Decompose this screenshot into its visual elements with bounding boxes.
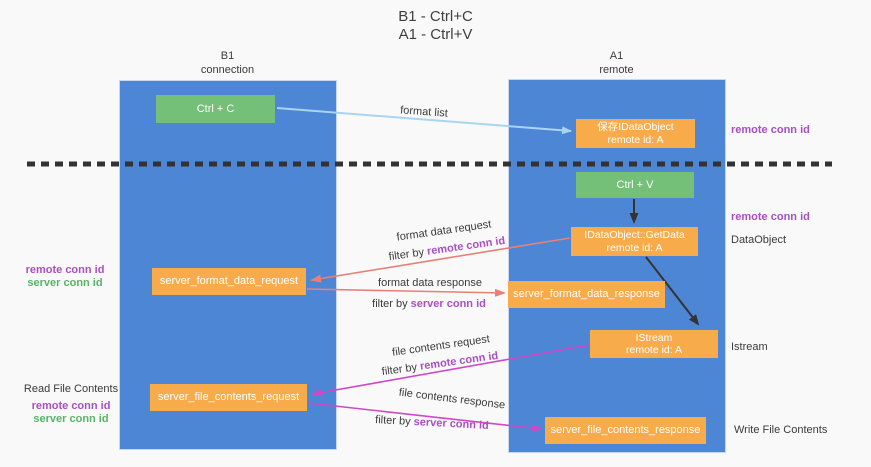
node-server-format-data-response: server_format_data_response xyxy=(508,281,665,308)
node-server-file-contents-response: server_file_contents_response xyxy=(545,417,706,444)
lifeline-header-a1: A1 remote xyxy=(508,49,725,77)
side-label-istream: Istream xyxy=(731,341,768,353)
node-istream-line2: remote id: A xyxy=(625,344,683,356)
side-label-remote-conn-id-left-bottom: remote conn id xyxy=(31,400,111,412)
lifeline-header-b1: B1 connection xyxy=(119,49,336,77)
diagram-title: B1 - Ctrl+C A1 - Ctrl+V xyxy=(0,8,871,44)
node-file-request-label: server_file_contents_request xyxy=(157,391,300,403)
node-format-request-label: server_format_data_request xyxy=(159,275,299,287)
node-istream: IStream remote id: A xyxy=(590,330,718,358)
node-ctrl-c-label: Ctrl + C xyxy=(196,102,235,115)
remote-conn-id-text: remote conn id xyxy=(426,234,506,258)
side-label-remote-conn-id-top: remote conn id xyxy=(731,124,810,136)
node-idataobject-getdata: IDataObject::GetData remote id: A xyxy=(571,227,698,256)
filter-by-text: filter by xyxy=(388,246,425,264)
side-block-mid-left: remote conn id server conn id xyxy=(22,264,108,290)
node-getdata-line2: remote id: A xyxy=(606,241,663,254)
edge-label-format-list: format list xyxy=(399,104,449,120)
node-ctrl-v: Ctrl + V xyxy=(576,172,694,198)
lifeline-b1-name: B1 xyxy=(220,50,235,62)
node-file-response-label: server_file_contents_response xyxy=(550,424,701,436)
side-label-server-conn-id-left-mid: server conn id xyxy=(27,277,103,289)
node-server-format-data-request: server_format_data_request xyxy=(152,268,306,295)
title-line-2: A1 - Ctrl+V xyxy=(398,26,473,43)
server-conn-id-text: server conn id xyxy=(410,298,486,310)
edge-label-format-data-response: format data response xyxy=(378,277,482,289)
node-ctrl-c: Ctrl + C xyxy=(156,95,275,123)
filter-by-text: filter by xyxy=(381,361,418,379)
edge-label-filter-server-2: filter by server conn id xyxy=(375,414,489,432)
node-server-file-contents-request: server_file_contents_request xyxy=(150,384,307,411)
side-label-remote-conn-id-left-mid: remote conn id xyxy=(25,264,105,276)
node-istream-line1: IStream xyxy=(635,331,673,344)
side-label-write-file-contents: Write File Contents xyxy=(734,424,828,436)
server-conn-id-text: server conn id xyxy=(413,416,490,432)
node-getdata-line1: IDataObject::GetData xyxy=(584,229,685,241)
lifeline-b1-role: connection xyxy=(200,64,255,76)
edge-label-filter-server-1: filter by server conn id xyxy=(372,298,486,310)
side-label-read-file-contents: Read File Contents xyxy=(23,383,119,395)
node-save-idataobject-line2: remote id: A xyxy=(607,133,664,146)
side-label-remote-conn-id-mid: remote conn id xyxy=(731,211,810,223)
node-format-response-label: server_format_data_response xyxy=(513,288,660,300)
node-save-idataobject: 保存IDataObject remote id: A xyxy=(576,119,695,148)
side-block-bottom-left: Read File Contents remote conn id server… xyxy=(18,383,124,426)
title-line-1: B1 - Ctrl+C xyxy=(398,8,473,25)
filter-by-text: filter by xyxy=(374,414,411,428)
lifeline-a1-name: A1 xyxy=(609,50,624,62)
node-ctrl-v-label: Ctrl + V xyxy=(616,178,654,191)
node-save-idataobject-line1: 保存IDataObject xyxy=(597,121,674,133)
side-label-server-conn-id-left-bottom: server conn id xyxy=(33,413,109,425)
lifeline-a1-role: remote xyxy=(599,64,634,76)
filter-by-text: filter by xyxy=(372,298,408,310)
edge-label-file-contents-response: file contents response xyxy=(398,386,506,412)
side-label-dataobject: DataObject xyxy=(731,234,787,246)
